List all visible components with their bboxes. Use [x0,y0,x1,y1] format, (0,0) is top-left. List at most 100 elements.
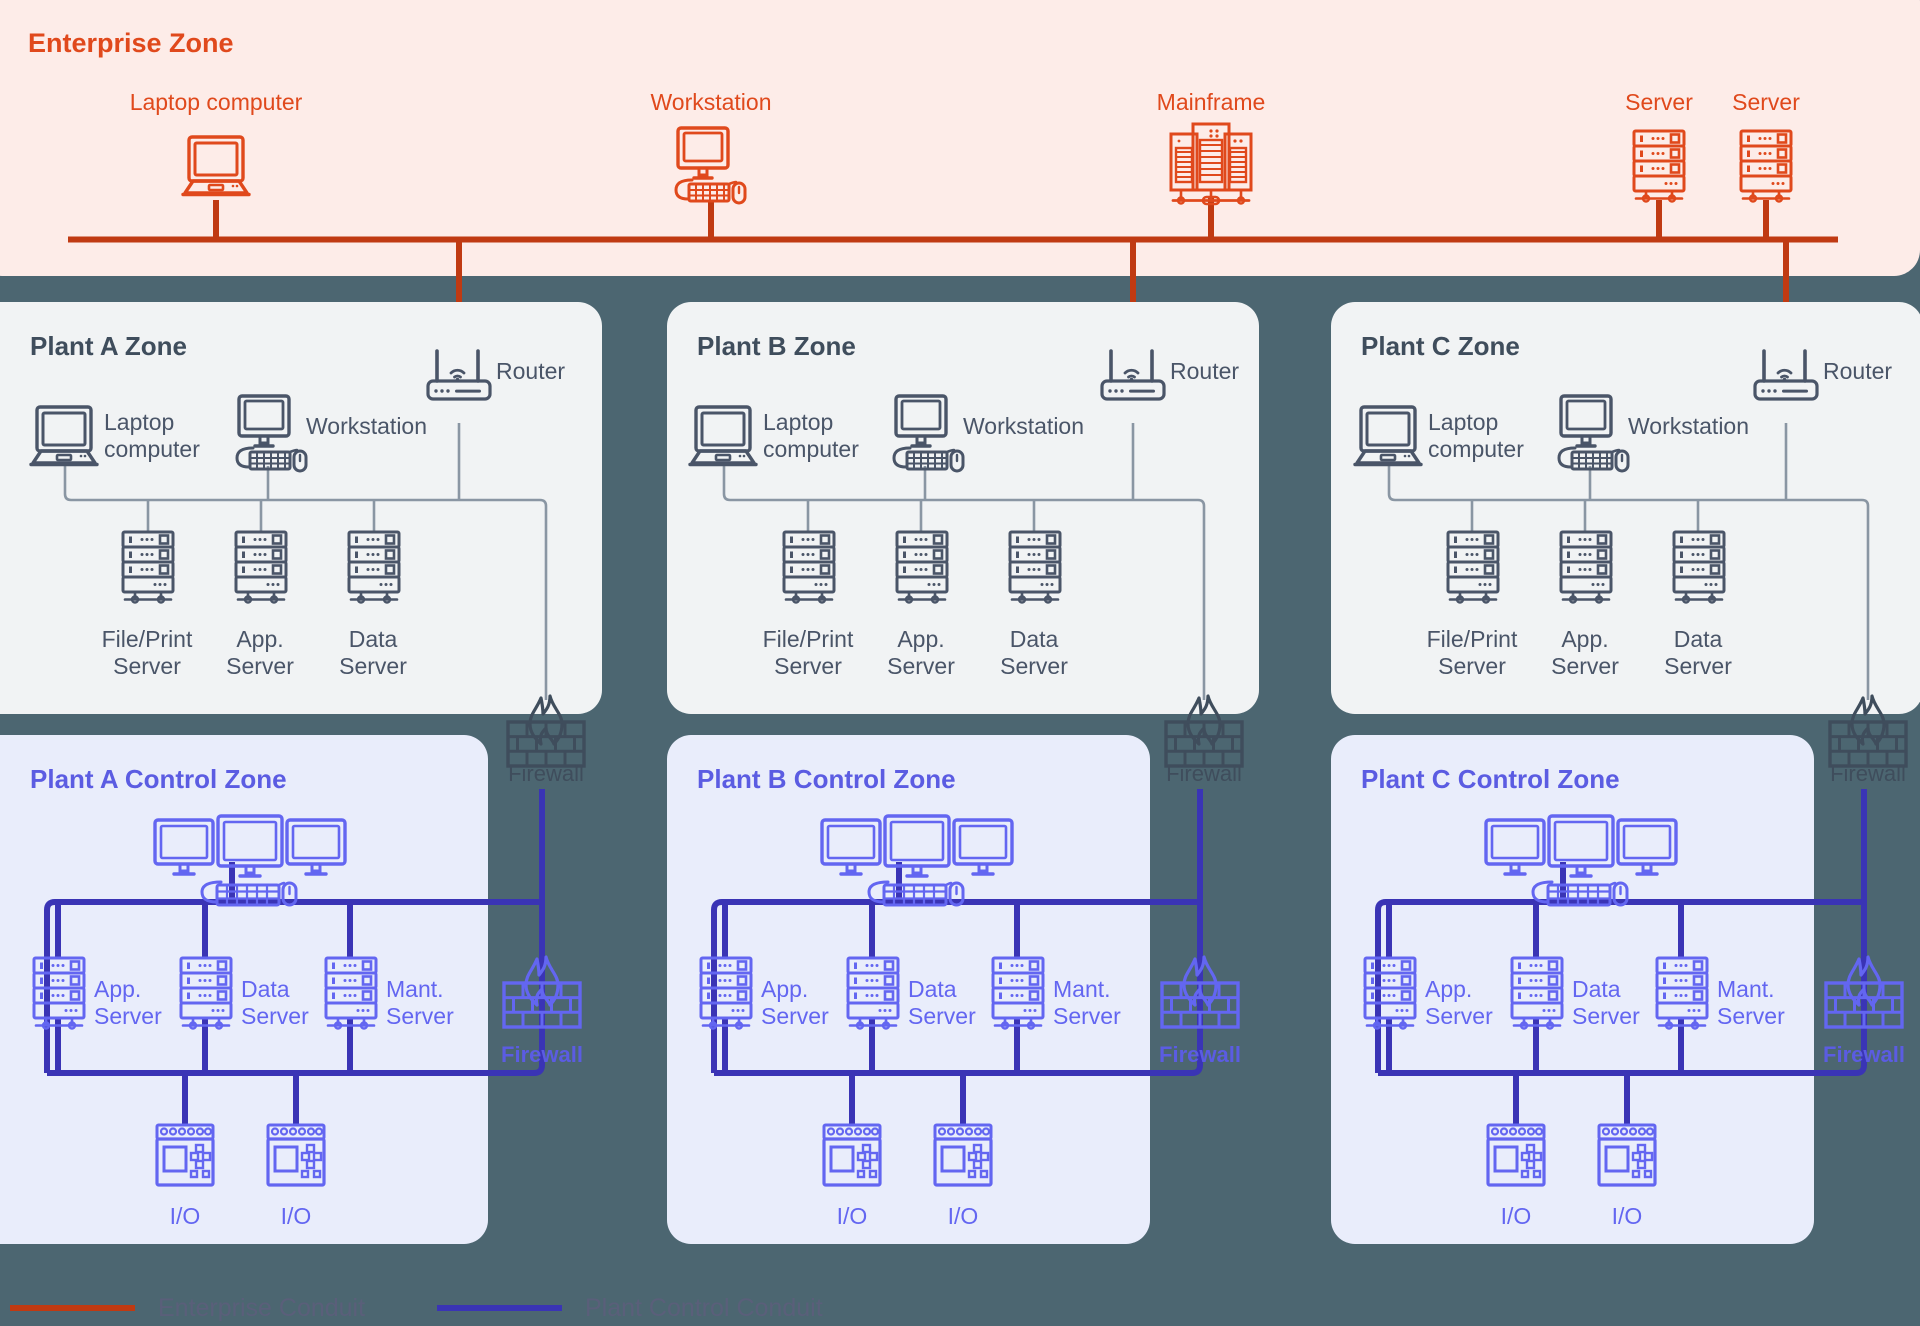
plant-a-ctrl-server-0-label-2: Server [94,1003,162,1029]
plant-b-server-0-label-2: Server [774,653,842,679]
plant-c-laptop[interactable]: Laptop computer [1353,405,1524,467]
plant-b-laptop-label-1: Laptop [763,409,833,435]
plant-c-io-2[interactable]: I/O [1597,1123,1657,1229]
plant-b-io-2-label: I/O [948,1203,979,1229]
plant-b-control-zone: Plant B Control Zone App. Serv [697,764,1203,1229]
plant-c-server-1-label-2: Server [1551,653,1619,679]
plant-c-laptop-label-1: Laptop [1428,409,1498,435]
plant-c-internal-bus [1387,423,1870,700]
legend-control-label: Plant Control Conduit [585,1294,823,1322]
plant-a-workstation[interactable]: Workstation [235,394,427,473]
legend-item-enterprise-conduit: Enterprise Conduit [10,1294,365,1322]
plant-a-control-firewall[interactable]: Firewall [501,955,583,1067]
plant-a-io-2[interactable]: I/O [266,1123,326,1229]
plant-b-workstation[interactable]: Workstation [892,394,1084,473]
plant-a-io-1[interactable]: I/O [155,1123,215,1229]
plant-a-server-0-label-2: Server [113,653,181,679]
legend-item-plant-control-conduit: Plant Control Conduit [437,1294,823,1322]
enterprise-mainframe-label: Mainframe [1157,89,1266,115]
plant-a-router[interactable]: Router [426,349,565,401]
enterprise-node-server-2[interactable]: Server [1732,89,1800,203]
plant-b-server-file-print[interactable]: File/Print Server [763,530,854,679]
plant-b-server-data[interactable]: Data Server [1000,530,1068,679]
plant-a-control-server-data[interactable]: Data Server [179,956,309,1030]
plant-a-internal-bus [63,423,548,700]
plant-c-server-0-label-2: Server [1438,653,1506,679]
plant-b-server-1-label-1: App. [897,626,944,652]
plant-a-router-label: Router [496,358,565,384]
plant-a-server-1-label-1: App. [236,626,283,652]
plant-c-server-2-label-2: Server [1664,653,1732,679]
plant-b-firewall-label: Firewall [1166,761,1242,786]
plant-a-server-1-label-2: Server [226,653,294,679]
plant-b-internal-bus [722,423,1206,700]
plant-c-ctrl-server-0-label-2: Server [1425,1003,1493,1029]
plant-b-laptop-label-2: computer [763,436,859,462]
plant-c-server-data[interactable]: Data Server [1664,530,1732,679]
plant-b-laptop[interactable]: Laptop computer [688,405,859,467]
plant-c-zone-panel [1331,302,1920,714]
plant-c-control-server-data[interactable]: Data Server [1510,956,1640,1030]
plant-b-io-1-label: I/O [837,1203,868,1229]
plant-c-control-conduit [1375,789,1867,1125]
plant-a-ctrl-server-0-label-1: App. [94,976,141,1002]
plant-a-ctrl-server-1-label-1: Data [241,976,290,1002]
legend: Enterprise Conduit Plant Control Conduit [10,1294,823,1322]
plant-c-workstation[interactable]: Workstation [1557,394,1749,473]
plant-b-ctrl-server-1-label-1: Data [908,976,957,1002]
enterprise-zone-title: Enterprise Zone [28,28,234,58]
plant-c-laptop-label-2: computer [1428,436,1524,462]
plant-a-control-server-mant[interactable]: Mant. Server [324,956,454,1030]
plant-a-ctrl-server-2-label-2: Server [386,1003,454,1029]
plant-c-router-label: Router [1823,358,1892,384]
plant-c-server-file-print[interactable]: File/Print Server [1427,530,1518,679]
plant-a-ctrl-server-2-label-1: Mant. [386,976,444,1002]
plant-a-server-app[interactable]: App. Server [226,530,294,679]
plant-a-control-server-app[interactable]: App. Server [32,956,162,1030]
plant-c-control-zone: Plant C Control Zone App. Serv [1361,764,1867,1229]
plant-b-workstation-label: Workstation [963,413,1084,439]
plant-b-server-app[interactable]: App. Server [887,530,955,679]
plant-c-router[interactable]: Router [1753,349,1892,401]
plant-a-firewall[interactable]: Firewall [506,694,586,786]
enterprise-node-server-1[interactable]: Server [1625,89,1693,203]
plant-b-control-conduit [711,789,1203,1125]
plant-b-server-2-label-1: Data [1010,626,1059,652]
plant-c-io-1[interactable]: I/O [1486,1123,1546,1229]
plant-c-firewall[interactable]: Firewall [1828,694,1908,786]
plant-b-control-server-app[interactable]: App. Server [699,956,829,1030]
plant-c-control-zone-title: Plant C Control Zone [1361,764,1620,794]
plant-a-zone-title: Plant A Zone [30,331,187,361]
plant-c-ctrl-server-1-label-2: Server [1572,1003,1640,1029]
plant-a-server-data[interactable]: Data Server [339,530,407,679]
plant-a-laptop[interactable]: Laptop computer [29,405,200,467]
plant-a-laptop-label-2: computer [104,436,200,462]
plant-b-zone-title: Plant B Zone [697,331,856,361]
plant-a-zone: Plant A Zone Router Laptop computer [0,302,602,714]
plant-c-control-zone-panel [1331,735,1814,1244]
plant-b-firewall[interactable]: Firewall [1164,694,1244,786]
plant-a-server-2-label-2: Server [339,653,407,679]
plant-b-ctrl-server-0-label-1: App. [761,976,808,1002]
enterprise-node-laptop[interactable]: Laptop computer [130,89,303,197]
plant-c-server-0-label-1: File/Print [1427,626,1518,652]
plant-b-control-server-mant[interactable]: Mant. Server [991,956,1121,1030]
plant-b-control-server-data[interactable]: Data Server [846,956,976,1030]
plant-c-server-app[interactable]: App. Server [1551,530,1619,679]
plant-b-ctrl-server-0-label-2: Server [761,1003,829,1029]
plant-b-router[interactable]: Router [1100,349,1239,401]
enterprise-node-workstation[interactable]: Workstation [650,89,772,205]
plant-a-server-file-print[interactable]: File/Print Server [102,530,193,679]
plant-c-control-server-mant[interactable]: Mant. Server [1655,956,1785,1030]
plant-b-control-zone-panel [667,735,1150,1244]
enterprise-node-mainframe[interactable]: Mainframe [1157,89,1266,206]
plant-b-io-1[interactable]: I/O [822,1123,882,1229]
plant-c-control-firewall[interactable]: Firewall [1823,955,1905,1067]
enterprise-server-1-label: Server [1625,89,1693,115]
plant-b-io-2[interactable]: I/O [933,1123,993,1229]
plant-a-server-2-label-1: Data [349,626,398,652]
plant-b-control-firewall[interactable]: Firewall [1159,955,1241,1067]
plant-c-control-server-app[interactable]: App. Server [1363,956,1493,1030]
